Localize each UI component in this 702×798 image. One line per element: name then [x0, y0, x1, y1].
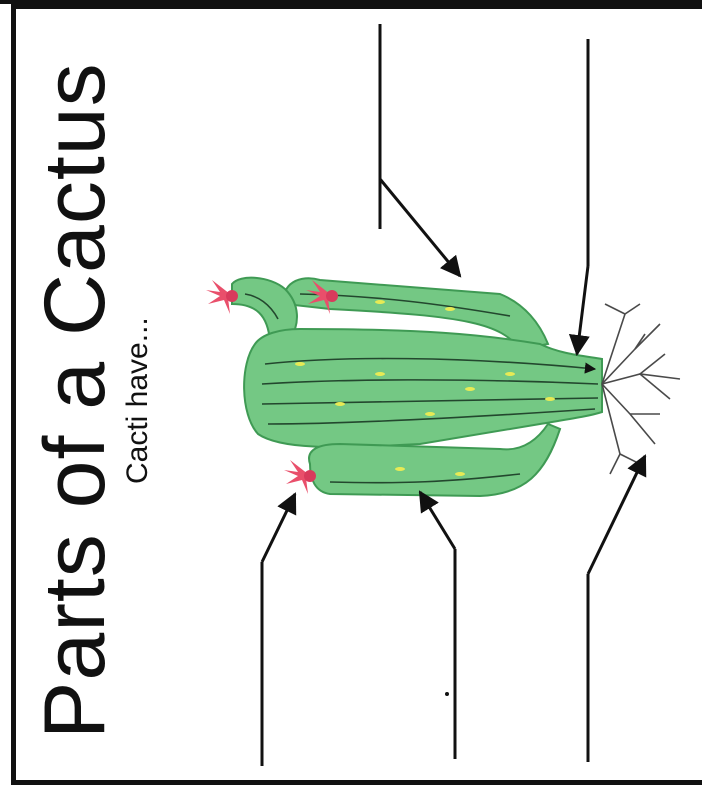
- pointer-top-left: [380, 24, 460, 276]
- pointer-bottom-right: [588, 456, 645, 762]
- pointer-bottom-middle: [420, 492, 455, 759]
- pointer-top-right: [577, 39, 588, 354]
- pointer-bottom-left: [262, 494, 295, 766]
- cactus-illustration: [206, 278, 680, 496]
- cactus-diagram: [0, 4, 702, 798]
- ink-dot: [445, 692, 449, 696]
- cactus-roots: [602, 304, 680, 474]
